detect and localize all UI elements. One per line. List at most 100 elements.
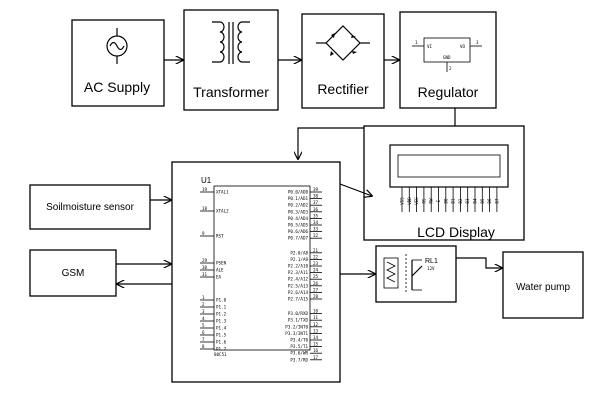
lcd-pin-label: D7 — [494, 198, 499, 204]
mcu-chip-body — [213, 185, 311, 351]
transformer-block: Transformer — [183, 9, 279, 111]
regulator-vi-label: VI — [427, 44, 433, 49]
mcu-pin-number: 35 — [313, 213, 319, 218]
mcu-pin-name: P1.6 — [216, 340, 227, 345]
lcd-display-label: LCD Display — [417, 224, 495, 240]
gsm-block: GSM — [29, 249, 117, 297]
lcd-pin-label: VSS — [400, 197, 405, 205]
arrow-mcu-to-lcd — [339, 183, 372, 196]
mcu-pin-name: P2.0/A8 — [290, 250, 308, 255]
mcu-pin-number: 17 — [313, 355, 319, 360]
lcd-pin-label: RW — [429, 198, 434, 204]
mcu-pin-number: 13 — [313, 328, 319, 333]
lcd-screen-icon — [389, 144, 509, 188]
mcu-pin-number: 15 — [313, 342, 319, 347]
lcd-pin-label: D0 — [443, 198, 448, 204]
relay-coil-icon — [383, 254, 423, 294]
mcu-pin-name: P3.3/INT1 — [285, 331, 308, 336]
mcu-pin-name: P1.3 — [216, 319, 227, 324]
mcu-pin-number: 37 — [313, 200, 319, 205]
relay-voltage-label: 12V — [427, 266, 435, 271]
mcu-pin-number: 38 — [313, 194, 319, 199]
mcu-pin-number: 25 — [313, 274, 319, 279]
mcu-pin-name: P1.1 — [216, 305, 227, 310]
mcu-pin-number: 2 — [202, 302, 205, 307]
mcu-pin-number: 6 — [202, 330, 205, 335]
mcu-pin-number: 7 — [202, 337, 205, 342]
lcd-pin-label: D4 — [473, 198, 478, 204]
mcu-pin-number: 9 — [202, 231, 205, 236]
mcu-pin-number: 21 — [313, 248, 319, 253]
mcu-pin-name: P1.5 — [216, 333, 227, 338]
ac-source-icon — [106, 28, 128, 64]
mcu-pin-number: 14 — [313, 335, 319, 340]
mcu-pin-number: 1 — [202, 295, 205, 300]
bridge-rectifier-icon — [316, 25, 370, 61]
transformer-icon — [212, 21, 250, 64]
mcu-pin-name: ALE — [216, 268, 224, 273]
rectifier-label: Rectifier — [317, 81, 369, 97]
mcu-pin-name: P2.7/A15 — [288, 297, 309, 302]
transformer-label: Transformer — [193, 84, 269, 100]
mcu-pin-number: 33 — [313, 227, 319, 232]
mcu-pin-name: P2.3/A11 — [288, 270, 309, 275]
soil-sensor-label: Soilmoisture sensor — [46, 202, 134, 213]
mcu-pin-name: P1.0 — [216, 298, 227, 303]
regulator-ic-icon: VI VO GND 1 3 2 — [412, 37, 482, 72]
lcd-pin-label: D6 — [487, 198, 492, 204]
soil-sensor-block: Soilmoisture sensor — [29, 184, 151, 230]
water-pump-label: Water pump — [516, 282, 571, 293]
mcu-pin-number: 39 — [313, 187, 319, 192]
mcu-pin-name: P1.4 — [216, 326, 227, 331]
mcu-pin-number: 34 — [313, 220, 319, 225]
mcu-pin-name: P0.6/AD6 — [288, 229, 309, 234]
mcu-pin-name: P0.3/AD3 — [288, 209, 309, 214]
lcd-pin-label: VDD — [407, 197, 412, 205]
relay-ref-label: RL1 — [425, 258, 438, 265]
mcu-pin-number: 11 — [313, 315, 319, 320]
lcd-pin-label: D3 — [465, 198, 470, 204]
mcu-pin-number: 32 — [313, 233, 319, 238]
mcu-pin-name: P0.4/AD4 — [288, 216, 309, 221]
water-pump-block: Water pump — [502, 251, 584, 319]
mcu-pin-name: P1.7 — [216, 347, 227, 352]
mcu-pin-number: 4 — [202, 316, 205, 321]
mcu-pin-name: P3.5/T1 — [290, 344, 308, 349]
mcu-pin-number: 29 — [202, 258, 208, 263]
mcu-pin-name: P0.5/AD5 — [288, 223, 309, 228]
mcu-pin-name: P0.2/AD2 — [288, 203, 309, 208]
mcu-right-pins: 39P0.0/AD038P0.1/AD137P0.2/AD236P0.3/AD3… — [285, 187, 322, 362]
mcu-pin-name: P3.7/RD — [290, 357, 308, 362]
ac-supply-label: AC Supply — [84, 79, 150, 95]
lcd-pin-label: VEE — [414, 197, 419, 205]
mcu-pin-number: 24 — [313, 268, 319, 273]
mcu-pin-name: P0.7/AD7 — [288, 236, 309, 241]
regulator-vo-label: VO — [460, 44, 466, 49]
mcu-pin-name: XTAL2 — [216, 209, 229, 214]
mcu-pin-number: 27 — [313, 287, 319, 292]
mcu-pin-name: P2.4/A12 — [288, 277, 309, 282]
gsm-label: GSM — [62, 268, 85, 279]
mcu-pin-name: RST — [216, 234, 224, 239]
regulator-pin3-label: 2 — [449, 66, 452, 71]
regulator-gnd-label: GND — [443, 55, 451, 60]
mcu-pin-number: 10 — [313, 309, 319, 314]
mcu-pin-number: 5 — [202, 323, 205, 328]
mcu-pin-number: 23 — [313, 261, 319, 266]
mcu-pin-name: P3.1/TXD — [288, 318, 309, 323]
lcd-pin-label: D5 — [480, 198, 485, 204]
lcd-pin-label: RS — [421, 198, 426, 204]
lcd-pin-label: E — [436, 199, 441, 202]
mcu-pin-number: 8 — [202, 344, 205, 349]
mcu-pin-name: P3.6/WR — [290, 351, 308, 356]
mcu-pin-name: P0.0/AD0 — [288, 190, 309, 195]
regulator-pin1-label: 1 — [415, 40, 418, 45]
mcu-pin-number: 26 — [313, 281, 319, 286]
mcu-pin-name: P3.2/INT0 — [285, 324, 308, 329]
